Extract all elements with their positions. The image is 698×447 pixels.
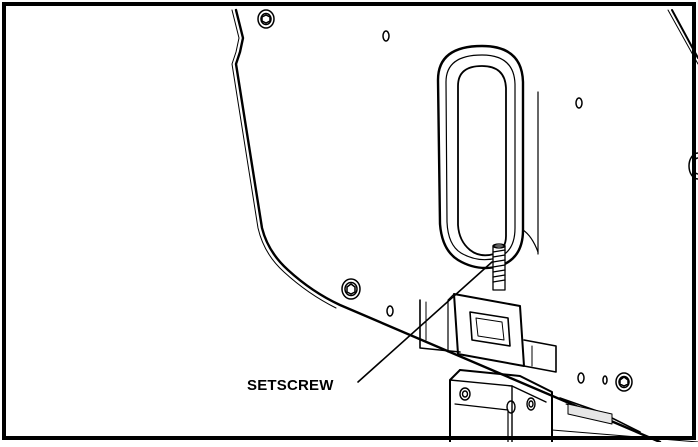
shaded-flange [567,403,613,425]
plate-holes [382,30,608,385]
bolt-lower-left [341,278,361,300]
figure-frame [2,2,696,440]
tube-holes [459,387,536,414]
setscrew-label: SETSCREW [247,377,334,394]
slot-bracket [436,44,539,270]
bolt-lower-right [615,372,633,392]
setscrew [492,243,506,291]
bolt-top-left [257,9,275,29]
mounting-plate [231,8,698,444]
lower-bracket [419,293,557,373]
leader-line [357,261,493,383]
